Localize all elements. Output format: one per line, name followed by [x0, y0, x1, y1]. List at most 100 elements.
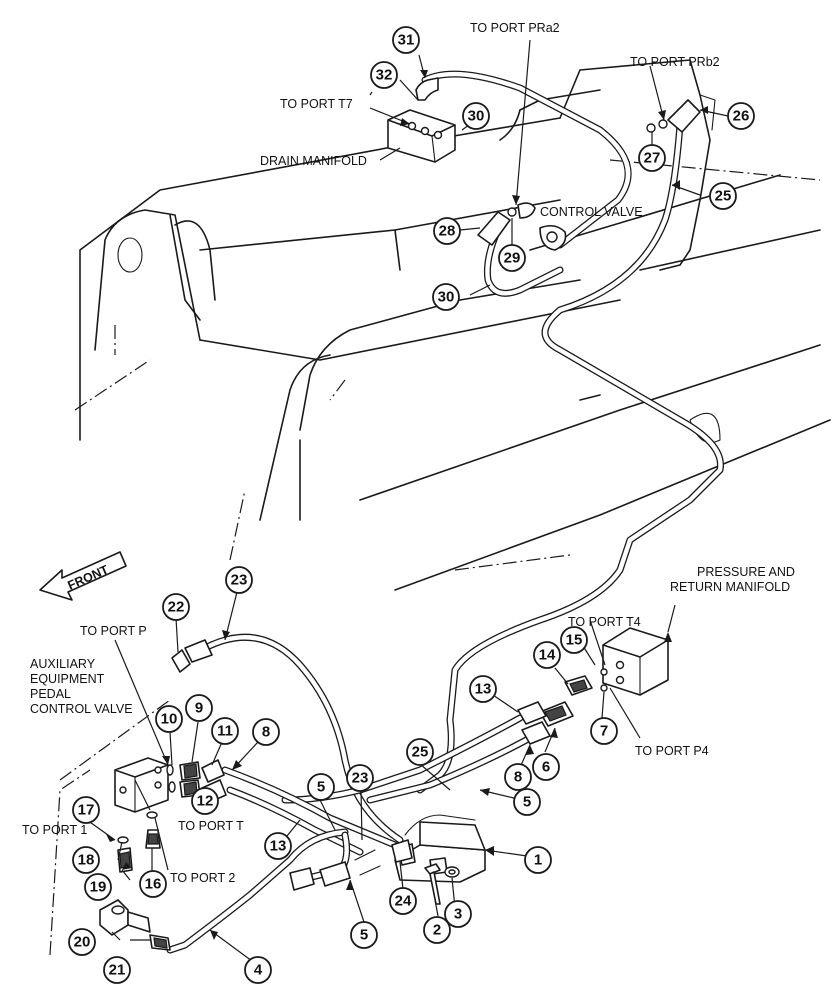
fitting-26-elbow — [646, 99, 701, 133]
callout-28: 28 — [433, 217, 461, 245]
label-to-port-p4: TO PORT P4 — [635, 744, 709, 758]
svg-text:4: 4 — [254, 962, 263, 979]
auxiliary-pedal-control-valve — [114, 757, 169, 813]
svg-text:1: 1 — [534, 852, 542, 869]
svg-text:5: 5 — [523, 794, 531, 811]
svg-text:22: 22 — [168, 599, 185, 616]
callout-3: 3 — [444, 900, 472, 928]
callout-6: 6 — [532, 753, 560, 781]
fitting-6-adapter — [517, 701, 574, 745]
svg-text:31: 31 — [398, 32, 415, 49]
callout-30-lower: 30 — [432, 283, 460, 311]
callout-15: 15 — [560, 626, 588, 654]
svg-text:20: 20 — [74, 934, 91, 951]
machine-frame — [49, 59, 831, 956]
svg-text:8: 8 — [262, 724, 270, 741]
svg-text:5: 5 — [360, 927, 368, 944]
label-aux-valve-line3: PEDAL — [30, 687, 71, 701]
callout-5-middle: 5 — [307, 773, 335, 801]
svg-text:30: 30 — [438, 289, 455, 306]
callout-24: 24 — [389, 887, 417, 915]
callout-2: 2 — [423, 916, 451, 944]
callout-10: 10 — [155, 705, 183, 733]
svg-text:7: 7 — [600, 723, 608, 740]
label-to-port-1: TO PORT 1 — [22, 823, 87, 837]
fitting-28-elbow — [477, 202, 567, 251]
svg-text:2: 2 — [433, 922, 441, 939]
label-to-port-2: TO PORT 2 — [170, 871, 235, 885]
svg-text:11: 11 — [217, 723, 233, 740]
svg-text:12: 12 — [197, 793, 214, 810]
callout-13-left: 13 — [264, 832, 292, 860]
fitting-21-adapter — [149, 934, 171, 951]
callout-8-right: 8 — [504, 763, 532, 791]
leader-lines — [86, 39, 729, 965]
svg-text:27: 27 — [644, 150, 661, 167]
svg-text:3: 3 — [454, 906, 462, 923]
callout-5-right: 5 — [513, 788, 541, 816]
callout-31: 31 — [392, 26, 420, 54]
svg-text:15: 15 — [566, 632, 583, 649]
fitting-22-elbow — [171, 639, 213, 673]
svg-text:10: 10 — [161, 711, 178, 728]
callout-21: 21 — [103, 956, 131, 984]
svg-text:28: 28 — [439, 223, 456, 240]
label-to-port-t4: TO PORT T4 — [568, 615, 641, 629]
svg-text:16: 16 — [145, 876, 162, 893]
callout-1: 1 — [524, 846, 552, 874]
label-pressure-return-line1: PRESSURE AND — [697, 565, 795, 579]
svg-text:24: 24 — [395, 893, 412, 910]
callout-16: 16 — [139, 870, 167, 898]
svg-text:26: 26 — [733, 108, 750, 125]
label-to-port-pra2: TO PORT PRa2 — [470, 21, 560, 35]
callout-19: 19 — [84, 873, 112, 901]
callout-17: 17 — [72, 796, 100, 824]
svg-text:5: 5 — [317, 779, 325, 796]
callout-14: 14 — [533, 641, 561, 669]
label-to-port-t7: TO PORT T7 — [280, 97, 353, 111]
svg-text:21: 21 — [109, 962, 126, 979]
callout-25-lower: 25 — [406, 738, 434, 766]
callout-22: 22 — [162, 593, 190, 621]
fitting-16-adapter — [145, 829, 161, 849]
svg-text:30: 30 — [468, 108, 485, 125]
svg-text:14: 14 — [539, 647, 556, 664]
svg-text:32: 32 — [376, 67, 393, 84]
svg-text:9: 9 — [195, 700, 203, 717]
svg-text:13: 13 — [270, 838, 287, 855]
label-to-port-p: TO PORT P — [80, 624, 147, 638]
callout-29: 29 — [498, 244, 526, 272]
svg-text:29: 29 — [504, 250, 521, 267]
svg-text:23: 23 — [231, 572, 248, 589]
svg-text:25: 25 — [715, 188, 732, 205]
callout-12: 12 — [191, 787, 219, 815]
bolt-and-washer — [424, 863, 460, 905]
callout-25-upper: 25 — [709, 182, 737, 210]
svg-text:17: 17 — [78, 802, 95, 819]
callout-11: 11 — [211, 717, 239, 745]
svg-text:18: 18 — [78, 852, 95, 869]
hose-lines — [166, 70, 724, 954]
callout-26: 26 — [727, 102, 755, 130]
fitting-14-adapter — [564, 675, 593, 696]
callout-8-left: 8 — [252, 718, 280, 746]
callout-7: 7 — [590, 717, 618, 745]
callout-5-lower: 5 — [350, 921, 378, 949]
label-control-valve: CONTROL VALVE — [540, 205, 643, 219]
svg-text:13: 13 — [475, 681, 492, 698]
label-aux-valve-line2: EQUIPMENT — [30, 672, 105, 686]
callout-23-upper: 23 — [225, 566, 253, 594]
callout-20: 20 — [68, 928, 96, 956]
tee-fitting-20 — [99, 899, 151, 936]
svg-text:8: 8 — [514, 769, 522, 786]
svg-text:6: 6 — [542, 759, 550, 776]
leader-arrowheads — [106, 70, 708, 940]
svg-text:23: 23 — [352, 770, 369, 787]
label-to-port-prb2: TO PORT PRb2 — [630, 55, 720, 69]
callout-18: 18 — [72, 846, 100, 874]
callout-9: 9 — [185, 694, 213, 722]
hose-end-fittings — [289, 839, 413, 891]
text-labels: TO PORT PRa2 TO PORT PRb2 TO PORT T7 DRA… — [22, 21, 795, 885]
label-to-port-t: TO PORT T — [178, 819, 244, 833]
